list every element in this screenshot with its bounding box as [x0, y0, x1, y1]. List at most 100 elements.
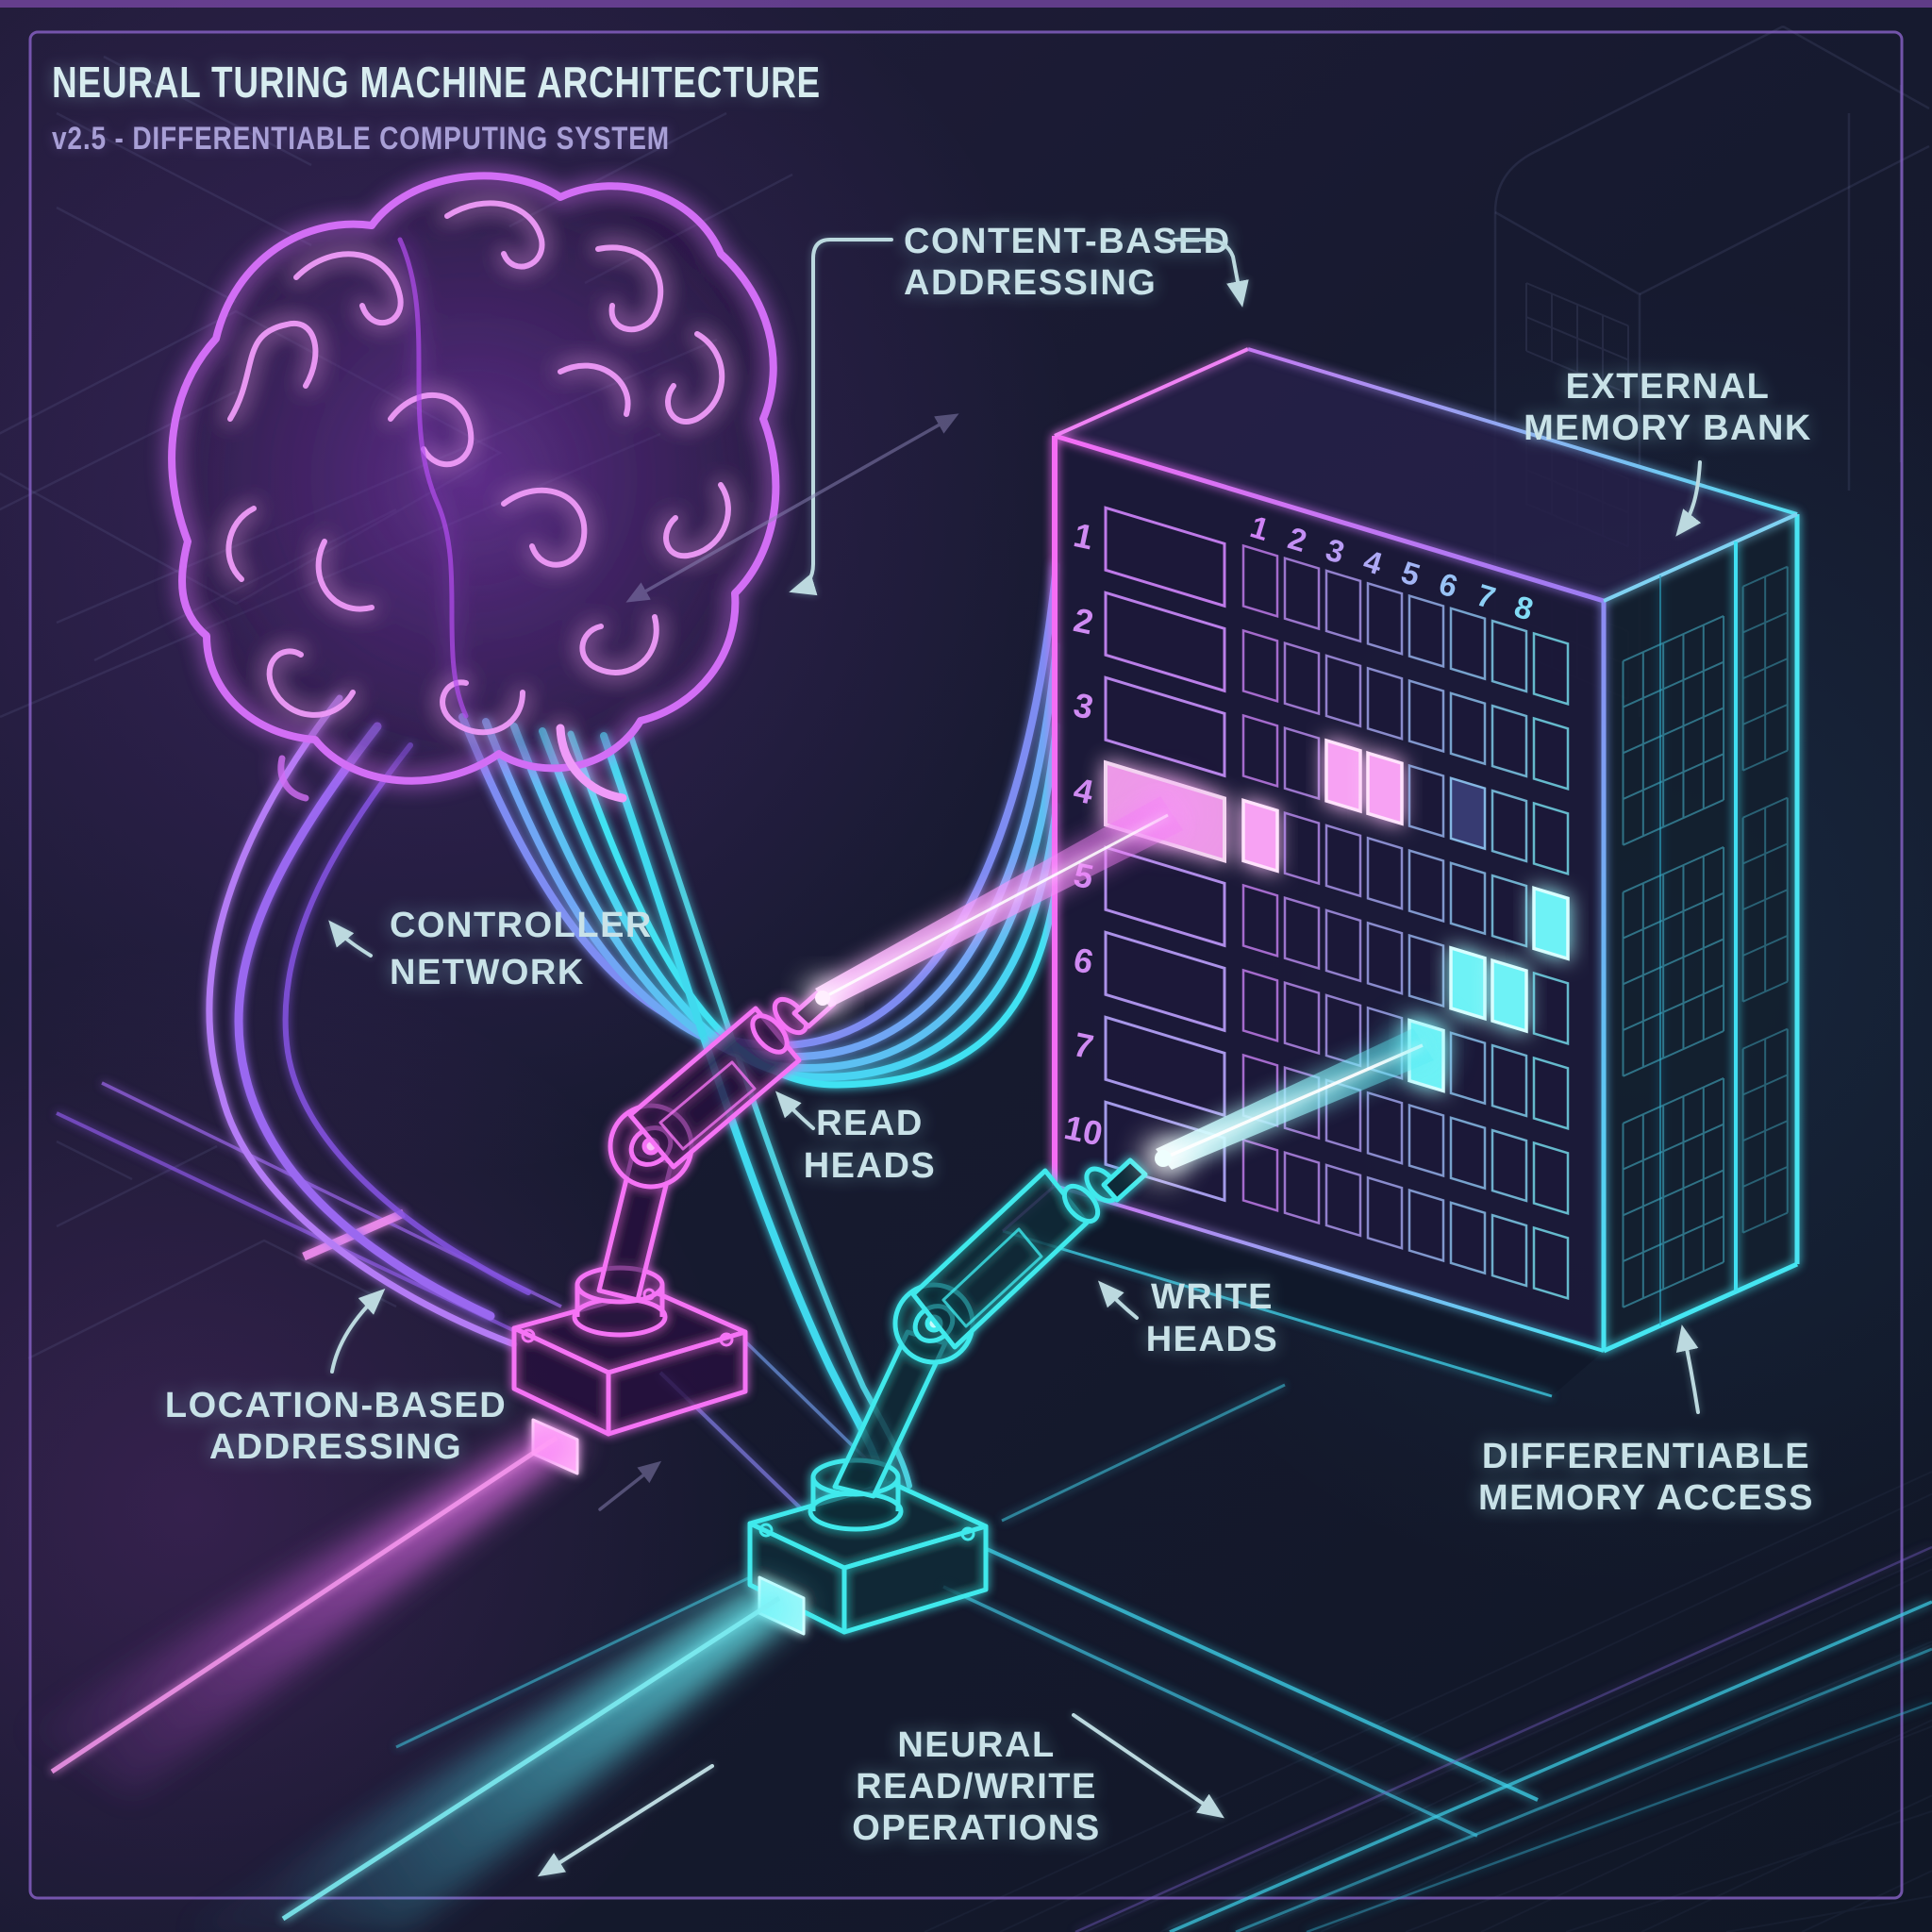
write-head-arm: [747, 1158, 1148, 1636]
content-addressing-arrow: [1173, 238, 1249, 308]
memory-cell: [1241, 1138, 1279, 1212]
label-external-memory-line2: MEMORY BANK: [1524, 408, 1812, 448]
label-write-heads-line1: WRITE: [1151, 1277, 1274, 1317]
write-heads-arrow: [1097, 1280, 1139, 1320]
memory-cell: [1532, 631, 1570, 706]
write-laser-beam: [1156, 1028, 1434, 1170]
memory-cell: [1324, 569, 1362, 643]
memory-cell: [1407, 678, 1445, 754]
memory-cell: [1449, 607, 1487, 681]
write-laser-flare: [1155, 1150, 1172, 1167]
brain-central-fissure: [397, 237, 469, 719]
label-neural-ops-line3: OPERATIONS: [852, 1808, 1100, 1848]
neural-ops-left-arrow: [537, 1764, 714, 1877]
controller-brain: [168, 172, 780, 803]
memory-cell: [1407, 1103, 1445, 1178]
memory-cell: [1407, 933, 1445, 1008]
memory-side-grid-panel: [1741, 796, 1789, 1003]
label-content-addressing-line2: ADDRESSING: [904, 263, 1157, 303]
memory-cell: [1532, 1056, 1570, 1130]
label-write-heads-line2: HEADS: [1146, 1320, 1279, 1359]
memory-cell: [1241, 543, 1279, 618]
memory-top-face: [1055, 349, 1797, 601]
memory-side-face: [1604, 514, 1797, 1351]
memory-cell: [1283, 557, 1321, 631]
memory-side-panels: [1622, 565, 1789, 1308]
memory-cell: [1241, 628, 1279, 703]
memory-cell: [1407, 848, 1445, 924]
memory-slot: [1104, 845, 1226, 948]
label-neural-ops-line2: READ/WRITE: [856, 1767, 1097, 1807]
label-differentiable-access-line2: MEMORY ACCESS: [1478, 1478, 1814, 1518]
memory-slot: [1104, 506, 1226, 608]
external-memory-bank: 12345671012345678: [1002, 347, 1800, 1398]
read-base-right: [606, 1329, 748, 1437]
memory-cell: [1449, 1201, 1487, 1275]
label-controller-network-line1: CONTROLLER: [390, 906, 653, 945]
memory-cell: [1407, 593, 1445, 669]
diagram-title: NEURAL TURING MACHINE ARCHITECTURE: [52, 58, 821, 107]
memory-cell: [1449, 776, 1487, 851]
memory-cell: [1283, 641, 1321, 716]
memory-slot: [1104, 1015, 1226, 1118]
memory-cell: [1324, 908, 1362, 983]
write-emitter-tip: [1101, 1158, 1148, 1203]
label-read-heads-line1: READ: [816, 1104, 924, 1143]
memory-side-grid-panel: [1741, 1027, 1789, 1234]
memory-bottom-lip: [1003, 1186, 1604, 1396]
brain-outline: [168, 172, 780, 785]
memory-cell: [1407, 763, 1445, 839]
memory-cell: [1324, 824, 1362, 898]
background-double-arrow: [625, 413, 959, 603]
memory-cell: [1449, 691, 1487, 766]
write-base-right: [841, 1524, 989, 1635]
memory-cell: [1491, 789, 1528, 863]
label-differentiable-access-line1: DIFFERENTIABLE: [1482, 1437, 1810, 1476]
controller-network-arrow: [328, 920, 373, 958]
memory-cell-write-highlight: [1532, 886, 1570, 961]
memory-cell: [1491, 1213, 1528, 1288]
memory-cell: [1366, 836, 1404, 910]
memory-cell: [1532, 801, 1570, 875]
background-floor-grid: [924, 1471, 1932, 1932]
memory-row-label: 10: [1061, 1108, 1107, 1153]
read-laser-flare: [815, 991, 830, 1006]
memory-cell: [1407, 1188, 1445, 1263]
memory-cell: [1491, 1128, 1528, 1203]
memory-cell: [1532, 1141, 1570, 1215]
background-small-arrow: [598, 1460, 662, 1511]
brain-nub: [277, 755, 309, 802]
memory-edges: [1002, 347, 1800, 1398]
memory-cell: [1491, 619, 1528, 693]
write-rail-beam: [184, 1583, 807, 1932]
read-heads-arrow: [774, 1091, 815, 1130]
memory-cell-read-highlight: [1324, 738, 1362, 814]
annotations: CONTENT-BASED ADDRESSING EXTERNAL MEMORY…: [165, 222, 1814, 1877]
diagram-subtitle: v2.5 - DIFFERENTIABLE COMPUTING SYSTEM: [52, 121, 670, 157]
memory-slot: [1104, 591, 1226, 693]
memory-cell-read-highlight: [1366, 750, 1404, 826]
memory-cell: [1366, 1091, 1404, 1165]
memory-cell: [1491, 704, 1528, 778]
memory-slot: [1104, 930, 1226, 1033]
memory-cell-write-highlight: [1491, 958, 1528, 1034]
memory-grid: 12345671012345678: [1061, 506, 1570, 1300]
differentiable-access-arrow: [1675, 1324, 1700, 1414]
location-addressing-arrow: [330, 1288, 386, 1374]
memory-cell: [1366, 581, 1404, 656]
memory-cell: [1283, 981, 1321, 1056]
memory-cell: [1532, 1225, 1570, 1300]
memory-side-grid-panel: [1622, 846, 1725, 1077]
memory-cell-read-highlight: [1241, 798, 1279, 874]
label-location-addressing-line2: ADDRESSING: [209, 1427, 462, 1467]
background-rack-grid: [1525, 282, 1629, 395]
read-rail-beam: [26, 1426, 583, 1797]
brain-stem: [556, 724, 627, 803]
label-neural-ops-line1: NEURAL: [897, 1725, 1055, 1765]
memory-cell: [1241, 968, 1279, 1042]
memory-cell: [1283, 726, 1321, 801]
memory-cell: [1366, 921, 1404, 995]
memory-cell: [1366, 666, 1404, 741]
